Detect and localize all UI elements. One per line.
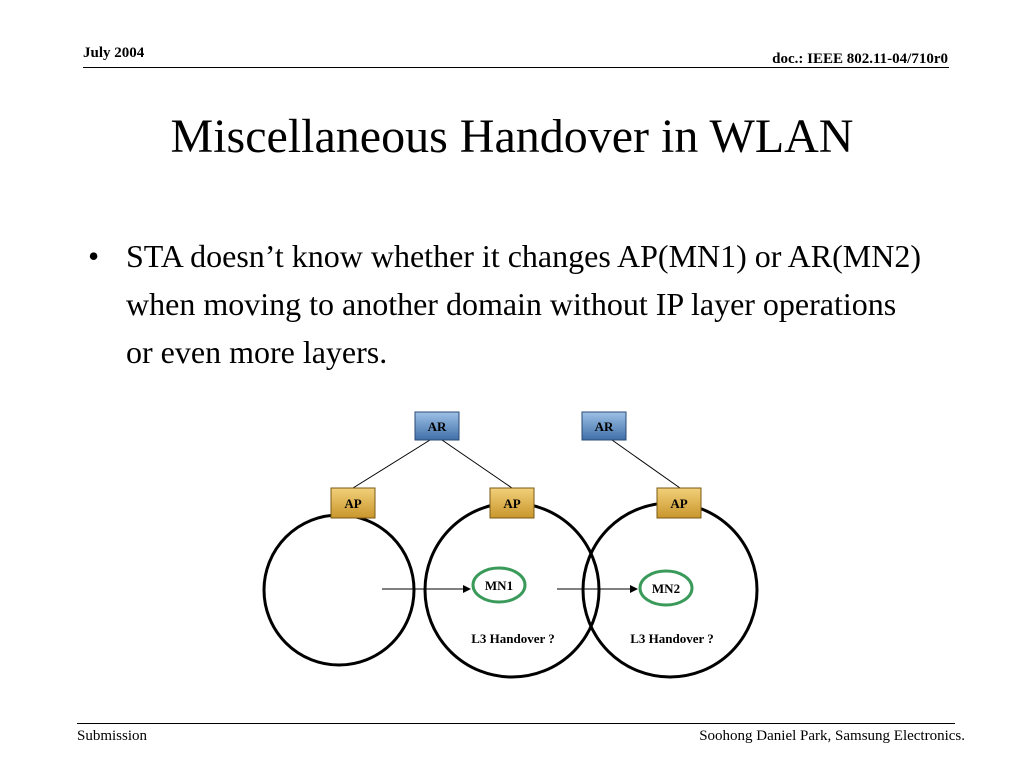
- handover-label-2: L3 Handover ?: [630, 631, 714, 646]
- link-ar1-ap2: [441, 439, 513, 489]
- bullet-item: • STA doesn’t know whether it changes AP…: [88, 232, 928, 376]
- bullet-list: • STA doesn’t know whether it changes AP…: [88, 232, 928, 376]
- mobile-node-2-label: MN2: [652, 581, 680, 596]
- access-point-1-label: AP: [344, 496, 361, 511]
- handover-label-1: L3 Handover ?: [471, 631, 555, 646]
- access-router-1: AR: [414, 411, 460, 441]
- access-point-2-label: AP: [503, 496, 520, 511]
- access-point-2: AP: [489, 487, 535, 519]
- footer-author: Soohong Daniel Park, Samsung Electronics…: [699, 728, 965, 744]
- link-ar2-ap3: [611, 439, 681, 489]
- footer-submission: Submission: [77, 728, 148, 744]
- access-router-2: AR: [581, 411, 627, 441]
- header-rule: [83, 67, 949, 68]
- access-router-2-label: AR: [595, 419, 614, 434]
- access-router-1-label: AR: [428, 419, 447, 434]
- coverage-circle-ap1: [262, 513, 416, 667]
- mobile-node-1-label: MN1: [485, 578, 513, 593]
- access-point-3-label: AP: [670, 496, 687, 511]
- access-point-3: AP: [656, 487, 702, 519]
- link-ar1-ap1: [352, 439, 431, 489]
- footer-rule: [77, 723, 955, 724]
- header-date: July 2004: [83, 45, 145, 61]
- bullet-dot-icon: •: [88, 238, 100, 274]
- header-doc-id: doc.: IEEE 802.11-04/710r0: [772, 51, 948, 67]
- access-point-1: AP: [330, 487, 376, 519]
- mobile-node-1: MN1: [471, 566, 527, 604]
- slide-title: Miscellaneous Handover in WLAN: [170, 110, 854, 163]
- mobile-node-2: MN2: [638, 569, 694, 607]
- bullet-text: STA doesn’t know whether it changes AP(M…: [126, 238, 921, 370]
